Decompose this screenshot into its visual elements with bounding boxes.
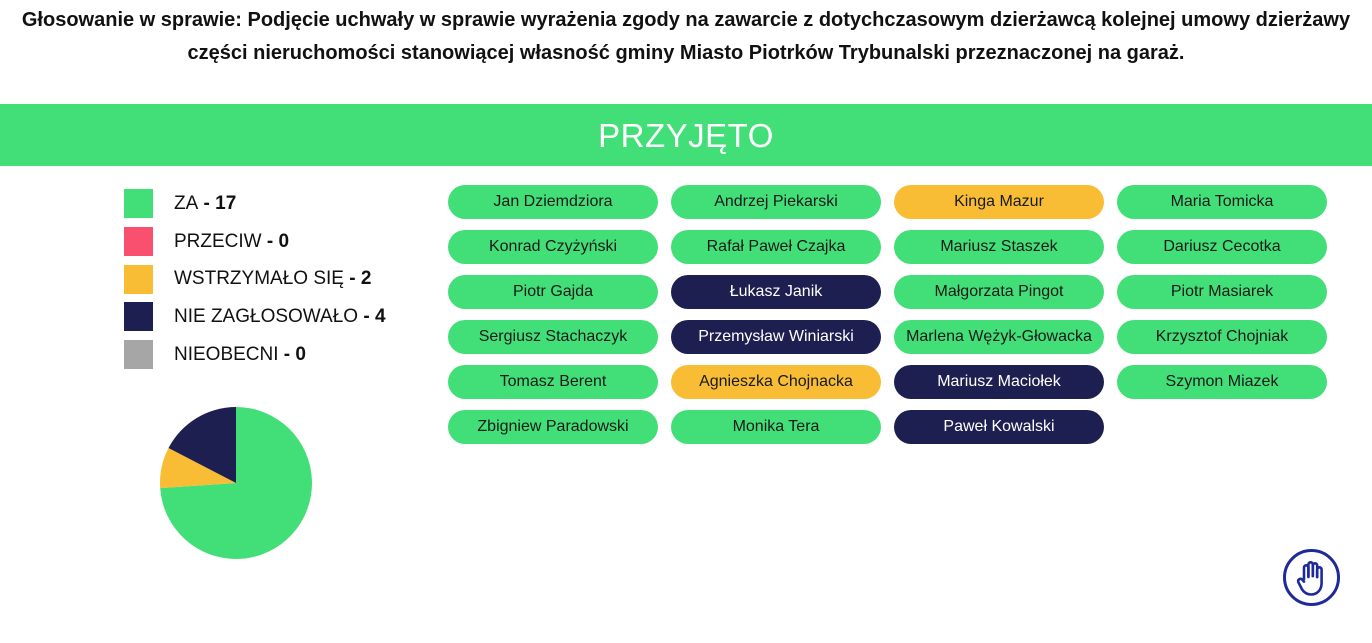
legend-separator: - xyxy=(343,268,361,290)
legend-separator: - xyxy=(198,192,216,214)
legend-label: PRZECIW xyxy=(174,230,262,252)
legend-label: WSTRZYMAŁO SIĘ xyxy=(174,268,344,290)
legend-item-za: ZA - 17 xyxy=(124,185,386,223)
voter-pill: Rafał Paweł Czajka xyxy=(671,230,881,264)
voter-pill: Szymon Miazek xyxy=(1117,365,1327,399)
voter-pill: Tomasz Berent xyxy=(448,365,658,399)
pie-slice-za xyxy=(160,407,312,559)
legend-separator: - xyxy=(358,305,375,327)
voter-pill: Konrad Czyżyński xyxy=(448,230,658,264)
legend-swatch xyxy=(124,227,153,257)
legend-item-wstrzymalo: WSTRZYMAŁO SIĘ - 2 xyxy=(124,260,386,298)
voter-pill: Kinga Mazur xyxy=(894,185,1104,219)
vote-title: Głosowanie w sprawie: Podjęcie uchwały w… xyxy=(21,9,1351,64)
voter-grid: Jan Dziemdziora Andrzej Piekarski Kinga Ma… xyxy=(448,185,1327,444)
legend-swatch xyxy=(124,264,153,294)
result-banner: PRZYJĘTO xyxy=(0,104,1372,166)
vote-pie-chart xyxy=(160,407,312,559)
legend-swatch xyxy=(124,302,153,332)
legend-count: 0 xyxy=(295,343,306,365)
legend-separator: - xyxy=(278,343,296,365)
voter-pill: Paweł Kowalski xyxy=(894,410,1104,444)
voter-pill: Maria Tomicka xyxy=(1117,185,1327,219)
voter-pill: Łukasz Janik xyxy=(671,275,881,309)
legend-label: ZA xyxy=(174,192,199,214)
voter-pill: Mariusz Maciołek xyxy=(894,365,1104,399)
voter-pill: Monika Tera xyxy=(671,410,881,444)
legend-item-nie-zaglosowalo: NIE ZAGŁOSOWAŁO - 4 xyxy=(124,298,386,336)
voter-pill: Dariusz Cecotka xyxy=(1117,230,1327,264)
legend-count: 0 xyxy=(278,230,290,252)
legend-label: NIE ZAGŁOSOWAŁO xyxy=(174,305,359,327)
voter-pill: Andrzej Piekarski xyxy=(671,185,881,219)
legend-separator: - xyxy=(261,230,279,252)
legend-label: NIEOBECNI xyxy=(174,343,279,365)
voter-pill: Agnieszka Chojnacka xyxy=(671,365,881,399)
legend-item-przeciw: PRZECIW - 0 xyxy=(124,223,386,261)
voter-pill: Jan Dziemdziora xyxy=(448,185,658,219)
voter-pill: Krzysztof Chojniak xyxy=(1117,320,1327,354)
voter-pill: Zbigniew Paradowski xyxy=(448,410,658,444)
legend-swatch xyxy=(124,189,153,219)
legend-item-nieobecni: NIEOBECNI - 0 xyxy=(124,336,386,374)
legend-swatch xyxy=(124,340,153,370)
raised-hand-icon xyxy=(1296,560,1323,596)
voter-pill: Piotr Gajda xyxy=(448,275,658,309)
voter-pill: Piotr Masiarek xyxy=(1117,275,1327,309)
vote-legend: ZA - 17 PRZECIW - 0 WSTRZYMAŁO SIĘ - 2 N… xyxy=(124,185,386,373)
legend-count: 2 xyxy=(360,268,372,290)
voter-pill: Marlena Wężyk-Głowacka xyxy=(894,320,1104,354)
voter-pill: Przemysław Winiarski xyxy=(671,320,881,354)
pie-slice-wstrzymało-się xyxy=(160,448,236,489)
pie-slice-nie-zagłosowało xyxy=(168,407,236,483)
voter-pill: Małgorzata Pingot xyxy=(894,275,1104,309)
voter-pill: Sergiusz Stachaczyk xyxy=(448,320,658,354)
legend-count: 4 xyxy=(374,305,386,327)
raise-hand-button[interactable] xyxy=(1283,549,1340,606)
voter-pill: Mariusz Staszek xyxy=(894,230,1104,264)
legend-count: 17 xyxy=(215,192,237,214)
